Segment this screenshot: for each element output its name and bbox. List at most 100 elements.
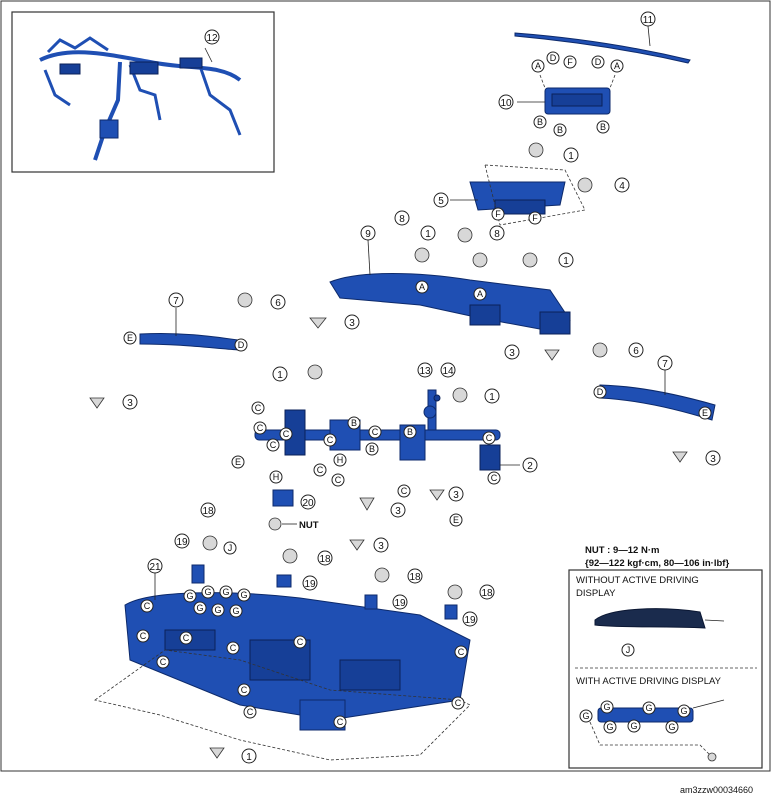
nut-icon — [268, 517, 282, 531]
letter-c: C — [226, 641, 240, 655]
letter-g: G — [201, 585, 215, 599]
svg-text:C: C — [241, 685, 248, 695]
svg-text:C: C — [337, 717, 344, 727]
letter-c: C — [368, 425, 382, 439]
part-7-left-duct — [139, 308, 239, 351]
active-driving-display-inset: WITHOUT ACTIVE DRIVING DISPLAY J WITH AC… — [568, 569, 763, 769]
callout-11: 11 — [640, 11, 656, 27]
callout-1c: 1 — [558, 252, 574, 268]
svg-text:B: B — [407, 427, 413, 437]
letter-c: C — [454, 645, 468, 659]
letter-c: C — [179, 631, 193, 645]
svg-text:G: G — [196, 603, 203, 613]
callout-20: 20 — [300, 494, 316, 510]
callout-5: 5 — [433, 192, 449, 208]
svg-text:A: A — [419, 282, 425, 292]
svg-text:13: 13 — [419, 366, 431, 377]
letter-a: A — [531, 59, 545, 73]
part-17-cover — [594, 608, 706, 629]
letter-c: C — [323, 433, 337, 447]
letter-c: C — [482, 431, 496, 445]
svg-text:F: F — [495, 209, 501, 219]
svg-text:7: 7 — [173, 296, 179, 307]
svg-text:E: E — [453, 515, 459, 525]
svg-text:G: G — [630, 721, 637, 731]
svg-text:C: C — [283, 429, 290, 439]
letter-f: F — [528, 211, 542, 225]
svg-text:E: E — [127, 333, 133, 343]
svg-text:8: 8 — [494, 229, 500, 240]
callout-6b: 6 — [628, 342, 644, 358]
letter-d: D — [546, 51, 560, 65]
svg-text:10: 10 — [500, 98, 512, 109]
svg-text:19: 19 — [304, 579, 316, 590]
svg-text:C: C — [458, 647, 465, 657]
callout-1f: 1 — [241, 748, 257, 764]
nut-label: NUT — [299, 520, 319, 531]
svg-text:B: B — [369, 444, 375, 454]
part-10-center-vent — [517, 74, 616, 115]
part-19-bracket — [191, 564, 205, 584]
svg-text:1: 1 — [246, 752, 252, 763]
svg-text:11: 11 — [643, 15, 654, 26]
letter-g: G — [183, 589, 197, 603]
svg-text:C: C — [317, 465, 324, 475]
letter-h: H — [333, 453, 347, 467]
svg-text:G: G — [232, 606, 239, 616]
torque-spec-line2: {92—122 kgf·cm, 80—106 in·lbf} — [585, 558, 729, 569]
svg-text:G: G — [668, 722, 675, 732]
svg-text:6: 6 — [633, 346, 639, 357]
letter-g: G — [229, 604, 243, 618]
svg-text:C: C — [335, 475, 342, 485]
part-11-strip — [514, 32, 691, 64]
callout-7b: 7 — [657, 355, 673, 371]
callout-8a: 8 — [394, 210, 410, 226]
svg-text:18: 18 — [319, 554, 331, 565]
svg-text:1: 1 — [425, 229, 431, 240]
svg-text:C: C — [144, 601, 151, 611]
letter-d: D — [593, 385, 607, 399]
svg-text:J: J — [228, 543, 233, 553]
letter-g: G — [193, 601, 207, 615]
callout-19b: 19 — [302, 575, 318, 591]
svg-text:B: B — [557, 125, 563, 135]
callout-9: 9 — [360, 225, 376, 241]
letter-d: D — [591, 55, 605, 69]
letter-c: C — [136, 629, 150, 643]
letter-f: F — [491, 207, 505, 221]
svg-text:E: E — [702, 408, 708, 418]
svg-text:G: G — [214, 605, 221, 615]
callout-1a: 1 — [563, 147, 579, 163]
wiring-harness-inset — [11, 11, 275, 173]
svg-text:C: C — [297, 637, 304, 647]
svg-text:1: 1 — [568, 151, 574, 162]
callout-18a: 18 — [200, 502, 216, 518]
svg-text:G: G — [645, 703, 652, 713]
letter-c: C — [487, 471, 501, 485]
letter-e: E — [449, 513, 463, 527]
svg-text:G: G — [240, 590, 247, 600]
letter-c: C — [333, 715, 347, 729]
part-5-panel — [450, 164, 586, 226]
svg-text:9: 9 — [365, 229, 371, 240]
letter-c: C — [140, 599, 154, 613]
callout-3d: 3 — [705, 450, 721, 466]
svg-text:C: C — [255, 403, 262, 413]
callout-3g: 3 — [373, 537, 389, 553]
svg-text:B: B — [351, 418, 357, 428]
letter-c: C — [313, 463, 327, 477]
svg-text:C: C — [372, 427, 379, 437]
svg-text:G: G — [603, 702, 610, 712]
letter-c: C — [451, 696, 465, 710]
letter-b: B — [403, 425, 417, 439]
callout-1e: 1 — [484, 388, 500, 404]
svg-text:3: 3 — [378, 541, 384, 552]
letter-f: F — [563, 55, 577, 69]
svg-text:3: 3 — [453, 490, 459, 501]
svg-text:5: 5 — [438, 196, 444, 207]
inset-without-heading-line1: WITHOUT ACTIVE DRIVING — [576, 575, 699, 586]
callout-4: 4 — [614, 177, 630, 193]
svg-text:2: 2 — [527, 461, 533, 472]
letter-g: G — [211, 603, 225, 617]
